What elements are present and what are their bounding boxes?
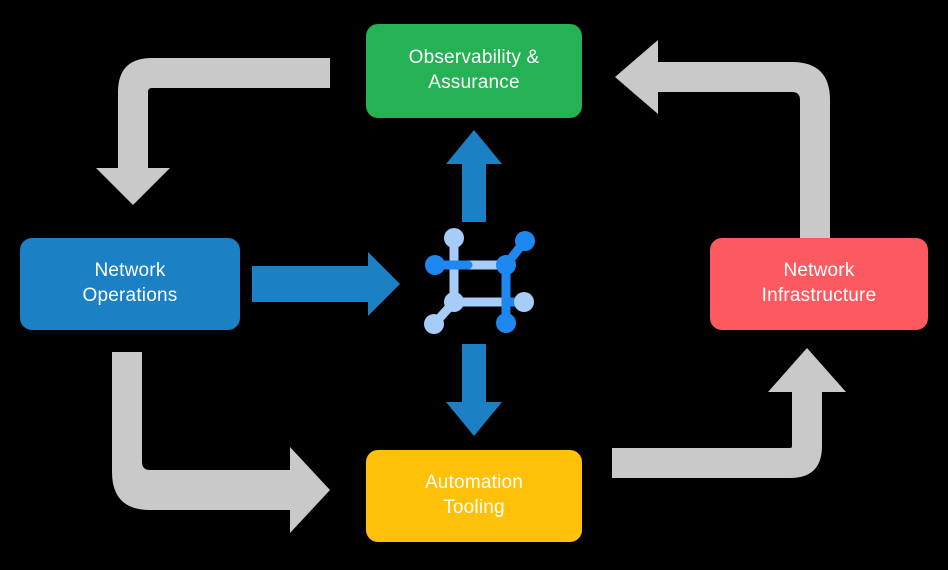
connector-netinfra-to-observability xyxy=(615,40,830,238)
node-network-operations[interactable]: Network Operations xyxy=(20,238,240,330)
node-observability-assurance[interactable]: Observability & Assurance xyxy=(366,24,582,118)
connector-center-to-observability xyxy=(446,130,502,222)
node-automation-tooling-label: Automation Tooling xyxy=(424,472,524,518)
node-automation-tooling[interactable]: Automation Tooling xyxy=(366,450,582,542)
connector-observability-to-netops xyxy=(96,58,330,205)
topology-light-edges xyxy=(431,233,511,327)
connector-automation-to-netinfra xyxy=(612,348,846,478)
connector-netops-to-center xyxy=(252,252,400,316)
topology-dark-nodes xyxy=(425,231,535,333)
node-network-infrastructure-label: Network Infrastructure xyxy=(761,260,877,306)
network-topology-icon xyxy=(424,228,535,334)
connector-center-to-automation xyxy=(446,344,502,436)
topology-light-nodes xyxy=(424,228,534,334)
node-network-operations-label: Network Operations xyxy=(82,260,178,306)
node-observability-label: Observability & Assurance xyxy=(408,47,540,93)
connector-netops-to-automation xyxy=(112,352,330,533)
node-network-infrastructure[interactable]: Network Infrastructure xyxy=(710,238,928,330)
